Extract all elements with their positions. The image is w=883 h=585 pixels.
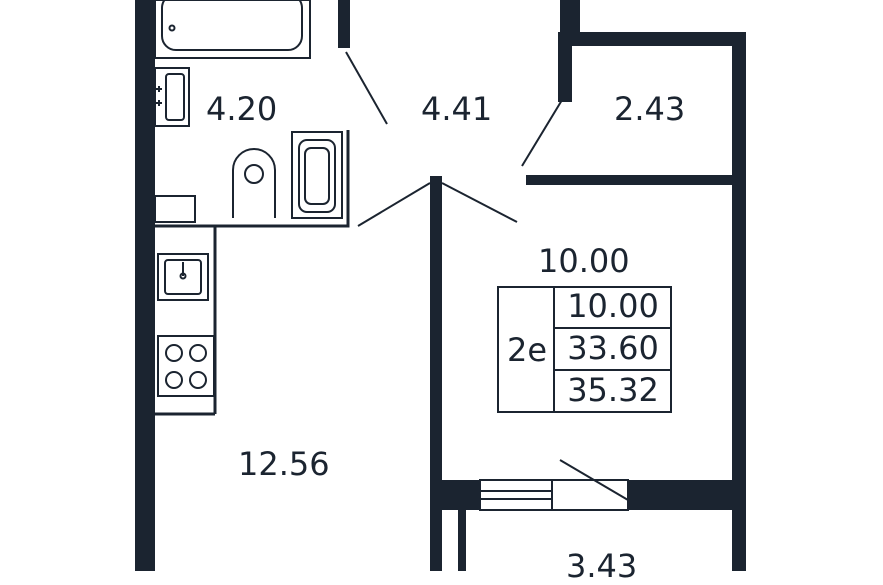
storage-top-wall [558,32,746,46]
storage-left-wall [558,32,572,102]
kitchen-sink-icon [157,253,209,301]
bathroom-partition [155,130,350,228]
right-outer-wall [732,32,746,571]
balcony-wall-right [628,480,746,510]
total-area-value: 33.60 [567,329,659,367]
total-with-balcony-value: 35.32 [567,371,659,409]
bedroom-area-label: 10.00 [538,242,630,280]
summary-table-grid [497,286,672,413]
walls [135,0,746,571]
bathroom-area-label: 4.20 [206,90,278,128]
toilet-icon [232,148,276,218]
bathtub-icon [154,0,311,59]
hall-door-swing-left [357,182,431,227]
shaft-box [154,195,196,223]
sink-icon [154,67,190,127]
bathroom-door-swing [345,51,388,125]
balcony-wall-left [430,480,480,510]
left-outer-wall [135,0,155,571]
bedroom-door-swing [441,182,518,223]
apartment-type: 2е [506,331,548,369]
storage-door-swing [521,99,563,167]
floor-plan [135,0,746,571]
stove-icon [157,335,215,397]
hall-area-label: 4.41 [421,90,493,128]
balcony-area-label: 3.43 [566,547,638,585]
bedroom-left-wall [430,176,442,571]
storage-area-label: 2.43 [614,90,686,128]
storage-bottom-wall [526,175,746,185]
balcony-left-wall [458,510,466,571]
kitchen-area-label: 12.56 [238,445,330,483]
window-icon [479,479,629,511]
living-area-value: 10.00 [567,287,659,325]
upper-center-wall [338,0,350,48]
top-stub-wall [560,0,580,32]
washing-machine-icon [291,131,343,219]
